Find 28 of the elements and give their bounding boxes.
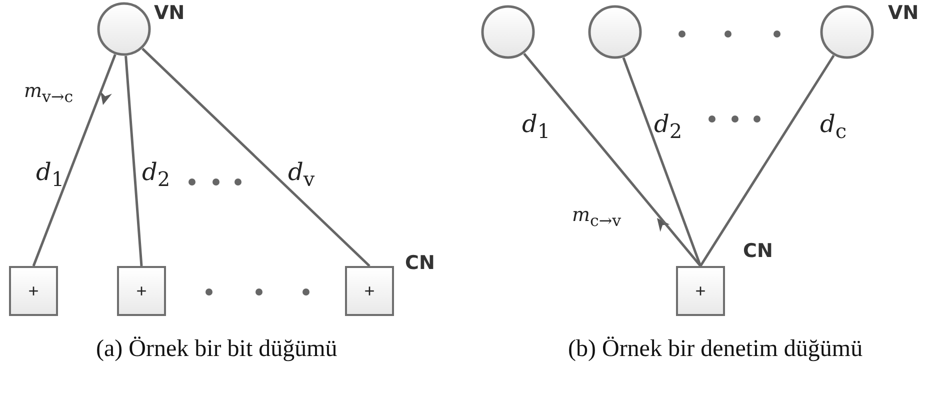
node-circle bbox=[481, 5, 535, 59]
node-box: + bbox=[9, 266, 58, 316]
message-label: m$_{c→v}$ bbox=[572, 206, 622, 229]
node-circle bbox=[97, 2, 151, 56]
caption: (a) Örnek bir bit düğümü bbox=[96, 336, 338, 363]
edge-label: d$_{2}$ bbox=[142, 160, 170, 189]
connector-line bbox=[142, 48, 370, 267]
edge-label: d$_{c}$ bbox=[820, 112, 847, 141]
edge-label: d$_{1}$ bbox=[522, 112, 550, 141]
node-circle bbox=[588, 5, 642, 59]
node-box: + bbox=[345, 266, 394, 316]
edge-label: d$_{1}$ bbox=[36, 160, 64, 189]
connector-line bbox=[699, 54, 835, 267]
node-tag: VN bbox=[154, 2, 185, 24]
node-tag: CN bbox=[405, 252, 435, 274]
edge-label: d$_{2}$ bbox=[654, 112, 682, 141]
node-box: + bbox=[676, 266, 725, 316]
connector-line bbox=[622, 57, 702, 266]
node-box: + bbox=[117, 266, 166, 316]
node-tag: VN bbox=[888, 2, 919, 24]
connector-line bbox=[124, 56, 143, 266]
node-circle bbox=[820, 5, 874, 59]
caption: (b) Örnek bir denetim düğümü bbox=[568, 336, 863, 363]
connector-line bbox=[32, 54, 116, 266]
connector-line bbox=[523, 52, 702, 267]
node-tag: CN bbox=[743, 240, 773, 262]
message-label: m$_{v→c}$ bbox=[24, 82, 74, 105]
edge-label: d$_{v}$ bbox=[288, 160, 315, 189]
